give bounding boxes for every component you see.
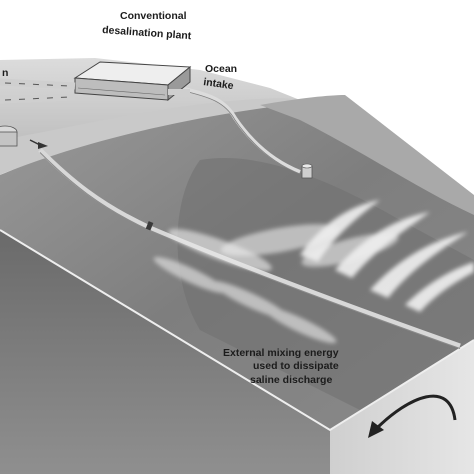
flow-arrow-line bbox=[29, 139, 41, 146]
intake-structure bbox=[301, 163, 313, 179]
subsurface-plumes bbox=[153, 256, 337, 344]
mixing-label-line1: External mixing energy bbox=[223, 347, 339, 359]
intake-label-line1: Ocean bbox=[205, 63, 237, 75]
block-edge bbox=[0, 229, 474, 432]
left-tank bbox=[0, 125, 18, 147]
intake-pipe-outline bbox=[179, 89, 301, 175]
mixing-arrowhead bbox=[368, 421, 384, 438]
mixing-label-line2: used to dissipate bbox=[253, 360, 339, 372]
flow-arrow bbox=[38, 142, 48, 149]
diffuser-plumes bbox=[168, 200, 474, 312]
mixing-label-line3: saline discharge bbox=[250, 374, 332, 386]
plant-pipes bbox=[0, 78, 190, 104]
plant-label-line1: Conventional bbox=[120, 10, 187, 22]
cut-off-label: n bbox=[2, 67, 8, 79]
mixing-arrow bbox=[373, 394, 457, 432]
intake-pipe bbox=[179, 86, 301, 174]
far-ocean bbox=[260, 95, 474, 215]
cross-section-front-face bbox=[0, 230, 330, 474]
intake-label-line2: intake bbox=[203, 76, 235, 92]
pipe-joint bbox=[145, 221, 154, 231]
